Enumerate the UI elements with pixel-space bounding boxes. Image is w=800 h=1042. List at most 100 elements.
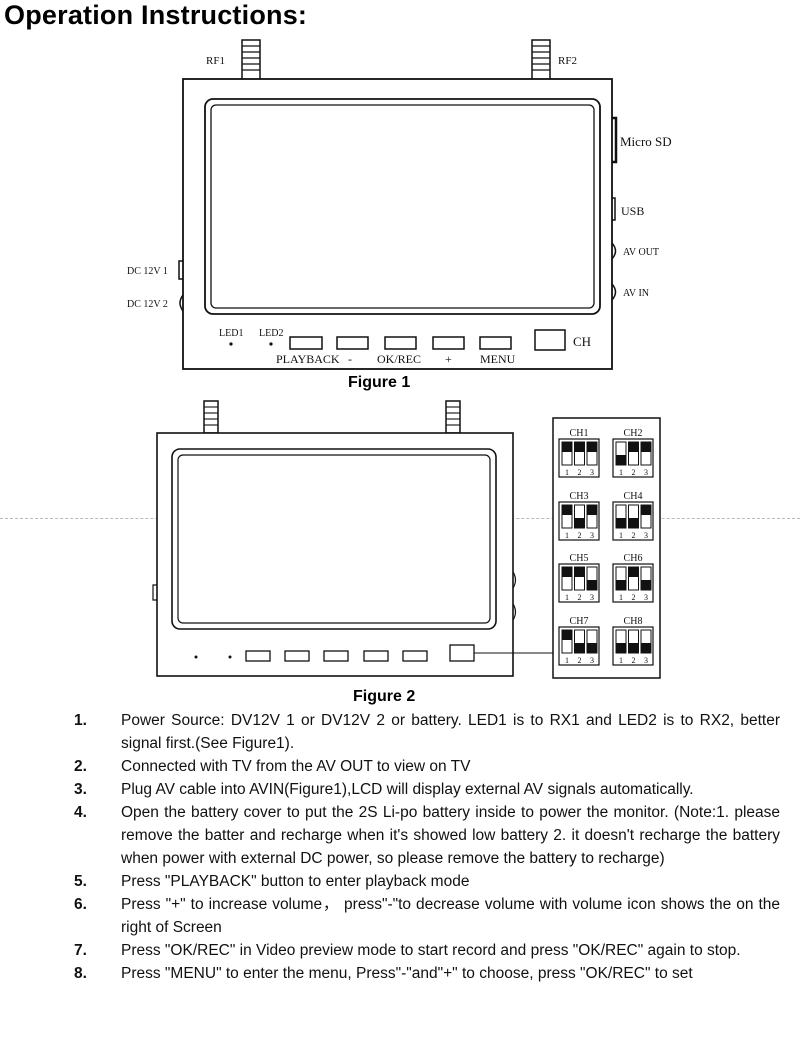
channel-label: CH7	[570, 616, 589, 627]
dip-switch-number: 2	[632, 531, 636, 540]
dip-switch-knob	[574, 643, 585, 653]
instruction-number: 7.	[74, 942, 87, 959]
label-av-in: AV IN	[623, 288, 649, 299]
button-4[interactable]	[363, 650, 389, 662]
instruction-number: 1.	[74, 712, 87, 729]
label-led2: LED2	[259, 328, 283, 339]
figure-2-caption: Figure 2	[353, 688, 416, 705]
channel-label: CH5	[570, 553, 589, 564]
label-rf1: RF1	[206, 55, 225, 67]
instruction-list: 1.Power Source: DV12V 1 or DV12V 2 or ba…	[74, 709, 780, 985]
ch-button[interactable]	[534, 329, 566, 351]
antenna-rf1	[241, 39, 261, 81]
label-dc-12v-2: DC 12V 2	[127, 299, 168, 310]
dip-switch-knob	[616, 643, 626, 653]
channel-label: CH3	[570, 491, 589, 502]
dip-switch-number: 1	[619, 656, 623, 665]
monitor-screen-2	[177, 454, 491, 624]
button-3[interactable]	[323, 650, 349, 662]
dip-switch-number: 2	[632, 656, 636, 665]
dip-switch-knob	[641, 442, 651, 452]
side-port-right-2	[512, 603, 517, 621]
dip-switch-knob	[641, 580, 651, 590]
ok-rec-button[interactable]	[384, 336, 417, 350]
plus-button[interactable]	[432, 336, 465, 350]
dip-switch-number: 2	[578, 656, 582, 665]
dip-switch-knob	[628, 643, 639, 653]
channel-label: CH4	[624, 491, 643, 502]
instruction-text: Press "+" to increase volume， press"-"to…	[121, 896, 780, 936]
playback-button[interactable]	[289, 336, 323, 350]
dip-switch-knob	[562, 505, 572, 515]
instruction-number: 8.	[74, 965, 87, 982]
dip-switch-number: 1	[565, 656, 569, 665]
label-menu: MENU	[480, 352, 516, 366]
label-ch: CH	[573, 334, 591, 349]
antenna-left	[203, 400, 219, 434]
dip-switch-knob	[562, 442, 572, 452]
led2-indicator-2	[228, 655, 232, 659]
av-in-port	[611, 283, 617, 301]
label-led1: LED1	[219, 328, 243, 339]
led1-indicator-2	[194, 655, 198, 659]
antenna-rf2	[531, 39, 551, 81]
dip-switch-number: 3	[590, 468, 594, 477]
side-port-left	[152, 584, 157, 601]
channel-label: CH1	[570, 428, 589, 439]
dip-switch-knob	[587, 580, 597, 590]
button-2[interactable]	[284, 650, 310, 662]
page-title: Operation Instructions:	[4, 0, 308, 30]
dip-switch-number: 1	[619, 593, 623, 602]
usb-port	[612, 197, 616, 221]
dip-switch-knob	[641, 505, 651, 515]
button-1[interactable]	[245, 650, 271, 662]
dip-switch-knob	[628, 518, 639, 528]
instruction-item: 1.Power Source: DV12V 1 or DV12V 2 or ba…	[74, 709, 780, 755]
dip-switch-number: 1	[619, 468, 623, 477]
led1-indicator	[229, 342, 233, 346]
dip-switch-number: 3	[644, 656, 648, 665]
dip-switch-number: 2	[578, 468, 582, 477]
menu-button[interactable]	[479, 336, 512, 350]
channel-label: CH8	[624, 616, 643, 627]
label-usb: USB	[621, 204, 644, 218]
instruction-item: 4.Open the battery cover to put the 2S L…	[74, 801, 780, 870]
dip-switch-number: 2	[578, 593, 582, 602]
instruction-item: 8. Press "MENU" to enter the menu, Press"…	[74, 962, 780, 985]
dip-switch-knob	[587, 505, 597, 515]
dip-switch-number: 3	[590, 531, 594, 540]
button-5[interactable]	[402, 650, 428, 662]
instruction-item: 5.Press "PLAYBACK" button to enter playb…	[74, 870, 780, 893]
instruction-item: 7. Press "OK/REC" in Video preview mode t…	[74, 939, 780, 962]
label-minus: -	[348, 352, 352, 366]
dip-switch-number: 3	[644, 468, 648, 477]
dip-switch-knob	[616, 455, 626, 465]
instruction-text: Connected with TV from the AV OUT to vie…	[121, 758, 471, 775]
channel-label: CH6	[624, 553, 643, 564]
side-port-right-1	[512, 571, 517, 589]
ch-button-2[interactable]	[449, 644, 475, 662]
micro-sd-slot	[612, 116, 618, 164]
instruction-text: Press "PLAYBACK" button to enter playbac…	[121, 873, 470, 890]
dip-switch-knob	[641, 643, 651, 653]
dip-switch-number: 1	[565, 468, 569, 477]
instruction-number: 2.	[74, 758, 87, 775]
label-rf2: RF2	[558, 55, 577, 67]
minus-button[interactable]	[336, 336, 369, 350]
dip-switch-number: 2	[578, 531, 582, 540]
dip-switch-knob	[574, 442, 585, 452]
figure-1-diagram: RF1 RF2 Micro SD USB AV OUT AV IN DC 12V…	[127, 39, 672, 370]
dip-switch-knob	[574, 518, 585, 528]
dip-switch-number: 1	[565, 593, 569, 602]
instruction-text: Plug AV cable into AVIN(Figure1),LCD wil…	[121, 781, 694, 798]
instruction-text: Press "MENU" to enter the menu, Press"-"…	[121, 965, 693, 982]
instruction-text: Press "OK/REC" in Video preview mode to …	[121, 942, 741, 959]
